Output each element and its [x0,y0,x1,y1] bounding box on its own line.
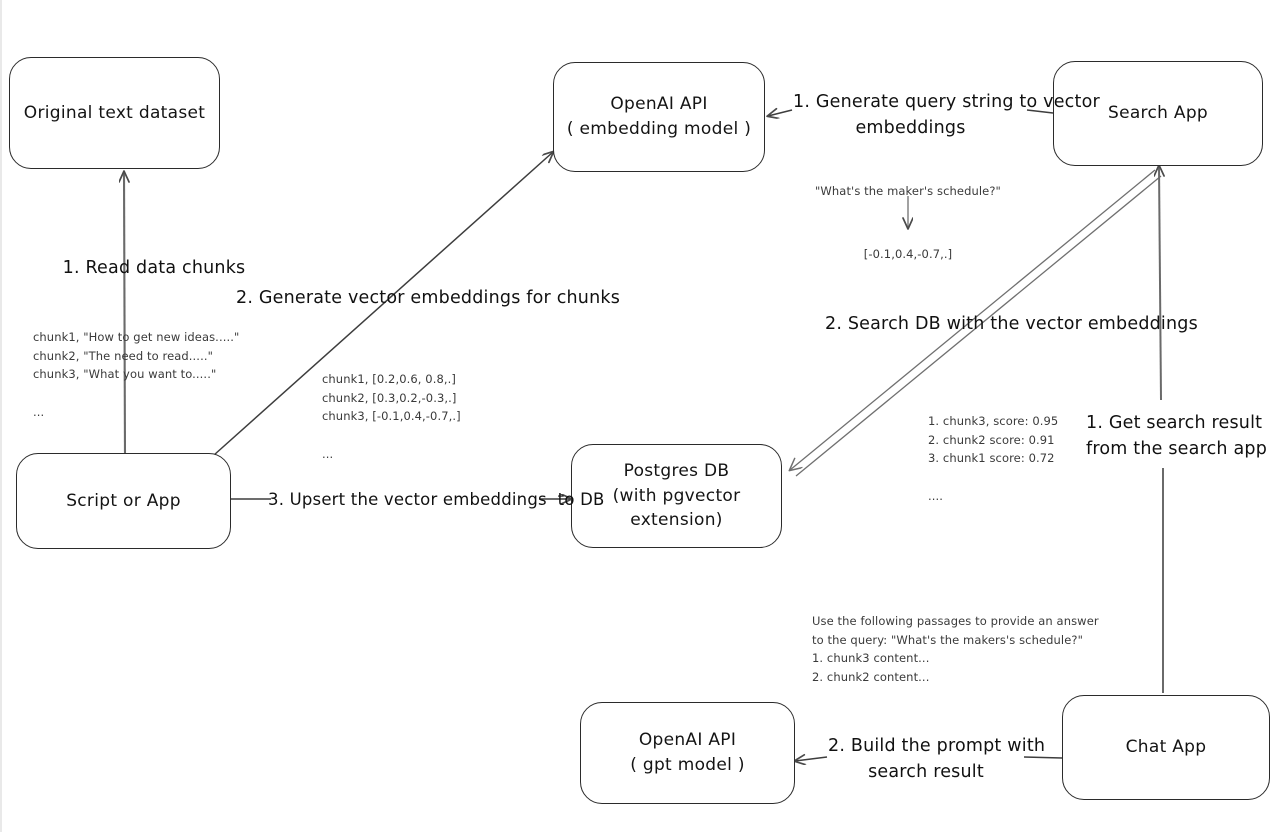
note-source-chunks: chunk1, "How to get new ideas....." chun… [33,330,240,419]
node-chat-app[interactable]: Chat App [1062,695,1270,800]
edge-label-build-the-prompt: 2. Build the prompt with search result [828,736,1046,783]
node-label-line2: ( embedding model ) [566,119,752,139]
node-openai-api-gpt[interactable]: OpenAI API ( gpt model ) [580,702,795,804]
node-original-text-dataset[interactable]: Original text dataset [9,57,220,169]
node-label-line2: ( gpt model ) [630,755,745,775]
edge-script-to-embedding-api [213,152,553,456]
edge-search-app-to-embedding-api [768,110,1054,116]
edge-script-to-dataset [124,172,125,459]
node-script-or-app[interactable]: Script or App [16,453,231,549]
edge-chat-app-to-search-app [1159,166,1163,693]
node-label-line2: (with pgvector extension) [612,485,741,531]
node-label-line1: OpenAI API [610,94,708,115]
edge-search-app-to-postgres [790,169,1162,477]
note-query-embedding: [-0.1,0.4,-0.7,.] [863,247,953,261]
note-chunk-embeddings: chunk1, [0.2,0.6, 0.8,.] chunk2, [0.3,0.… [322,372,461,461]
edge-label-search-db: 2. Search DB with the vector embeddings [825,314,1198,334]
node-label-line1: Search App [1107,103,1209,124]
node-openai-api-embedding[interactable]: OpenAI API ( embedding model ) [553,62,765,172]
node-label-line1: Original text dataset [23,102,206,123]
note-search-results: 1. chunk3, score: 0.95 2. chunk2 score: … [928,414,1059,503]
note-prompt-text: Use the following passages to provide an… [812,614,1099,684]
edge-label-upsert-to-db: 3. Upsert the vector embeddings to DB [268,490,605,509]
edge-label-generate-vector-embeddings: 2. Generate vector embeddings for chunks [236,288,621,308]
node-label-line1: Postgres DB [623,461,730,482]
node-search-app[interactable]: Search App [1053,61,1263,166]
edge-chat-app-to-gpt-api [795,757,1063,761]
note-query-string: "What's the maker's schedule?" [815,184,1001,198]
node-postgres-db[interactable]: Postgres DB (with pgvector extension) [571,444,782,548]
edge-label-get-search-result: 1. Get search result from the search app [1086,413,1268,460]
edge-label-generate-query-string: 1. Generate query string to vector embed… [793,92,1100,139]
node-label-line1: Chat App [1125,737,1207,758]
edge-label-read-data-chunks: 1. Read data chunks [62,258,246,278]
node-label-line1: Script or App [66,490,181,511]
node-label-line1: OpenAI API [638,730,737,751]
